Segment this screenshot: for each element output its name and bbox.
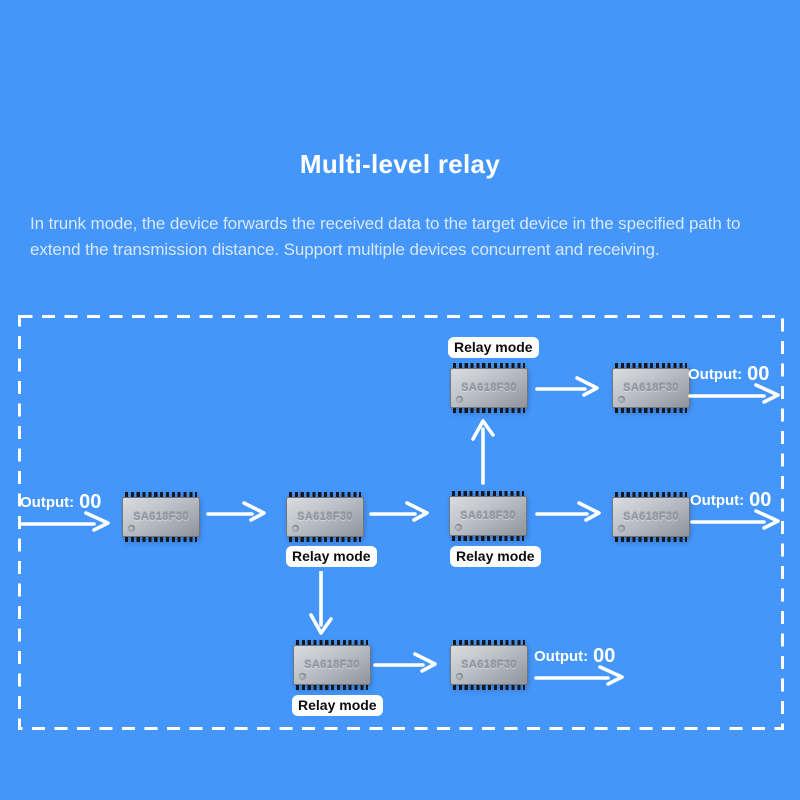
chip-pin1-dot [618, 396, 625, 403]
chip-pins-bottom [453, 408, 525, 413]
chip-body: SA618F30 [612, 368, 690, 408]
output-group-bottom: Output: 00 [534, 644, 626, 686]
chip-pins-top [289, 492, 361, 497]
output-value: 00 [747, 363, 770, 385]
chip-pin1-dot [128, 525, 135, 532]
output-arrow-right-icon [20, 510, 112, 532]
chip-body: SA618F30 [122, 497, 200, 537]
chip-pin1-dot [456, 396, 463, 403]
chip-pins-top [296, 640, 368, 645]
chip-body: SA618F30 [450, 645, 528, 685]
chip-label: SA618F30 [304, 659, 360, 671]
output-value: 00 [749, 489, 772, 511]
sa618f30-chip-bottom-mid: SA618F30 [450, 640, 528, 690]
chip-label: SA618F30 [460, 510, 516, 522]
sa618f30-chip-main-4: SA618F30 [612, 492, 690, 542]
page-title: Multi-level relay [299, 149, 501, 179]
arrow-down-icon [308, 571, 334, 635]
chip-pins-bottom [296, 685, 368, 690]
chip-pins-top [452, 491, 524, 496]
arrow-right-icon [373, 650, 439, 674]
output-label: Output: [534, 647, 589, 665]
output-group-top-right: Output: 00 [688, 362, 782, 404]
output-label: Output: [20, 493, 75, 511]
sa618f30-chip-bottom-relay: SA618F30 [293, 640, 371, 690]
chip-body: SA618F30 [450, 368, 528, 408]
output-group-mid-right: Output: 00 [690, 488, 782, 530]
output-text: Output: 00 [688, 362, 782, 384]
chip-label: SA618F30 [297, 511, 353, 523]
chip-label: SA618F30 [623, 382, 679, 394]
chip-pins-top [453, 363, 525, 368]
chip-pins-bottom [453, 685, 525, 690]
arrow-up-icon [470, 419, 496, 485]
chip-pins-top [453, 640, 525, 645]
output-text: Output: 00 [690, 488, 782, 510]
output-value: 00 [593, 645, 616, 667]
chip-pin1-dot [455, 524, 462, 531]
chip-pin1-dot [299, 673, 306, 680]
chip-pins-bottom [615, 408, 687, 413]
chip-body: SA618F30 [293, 645, 371, 685]
chip-body: SA618F30 [449, 496, 527, 536]
diagram-dashed-border [18, 315, 784, 730]
output-arrow-right-icon [688, 382, 782, 404]
chip-pins-bottom [289, 537, 361, 542]
chip-pin1-dot [292, 525, 299, 532]
sa618f30-chip-top-right: SA618F30 [612, 363, 690, 413]
output-text: Output: 00 [20, 490, 112, 512]
chip-label: SA618F30 [623, 511, 679, 523]
relay-mode-badge-top: Relay mode [448, 337, 539, 358]
output-arrow-right-icon [534, 664, 626, 686]
chip-pins-top [615, 363, 687, 368]
chip-pins-top [125, 492, 197, 497]
arrow-right-icon [535, 499, 603, 523]
sa618f30-chip-main-1: SA618F30 [122, 492, 200, 542]
chip-body: SA618F30 [286, 497, 364, 537]
arrow-right-icon [535, 374, 601, 398]
arrow-right-icon [369, 499, 431, 523]
arrow-right-icon [206, 499, 268, 523]
sa618f30-chip-top-relay: SA618F30 [450, 363, 528, 413]
output-value: 00 [79, 491, 102, 513]
output-label: Output: [690, 491, 745, 509]
chip-pin1-dot [618, 525, 625, 532]
output-text: Output: 00 [534, 644, 626, 666]
relay-mode-badge-bottom: Relay mode [292, 695, 383, 716]
chip-body: SA618F30 [612, 497, 690, 537]
page-description: In trunk mode, the device forwards the r… [30, 214, 741, 259]
output-label: Output: [688, 365, 743, 383]
chip-label: SA618F30 [461, 659, 517, 671]
sa618f30-chip-main-3: SA618F30 [449, 491, 527, 541]
relay-mode-badge-main-3: Relay mode [450, 546, 541, 567]
output-group-left: Output: 00 [20, 490, 112, 532]
chip-pin1-dot [456, 673, 463, 680]
chip-label: SA618F30 [133, 511, 189, 523]
sa618f30-chip-main-2: SA618F30 [286, 492, 364, 542]
relay-mode-badge-main-2: Relay mode [286, 546, 377, 567]
chip-pins-bottom [615, 537, 687, 542]
chip-pins-bottom [452, 536, 524, 541]
chip-pins-top [615, 492, 687, 497]
chip-label: SA618F30 [461, 382, 517, 394]
output-arrow-right-icon [690, 508, 782, 530]
chip-pins-bottom [125, 537, 197, 542]
